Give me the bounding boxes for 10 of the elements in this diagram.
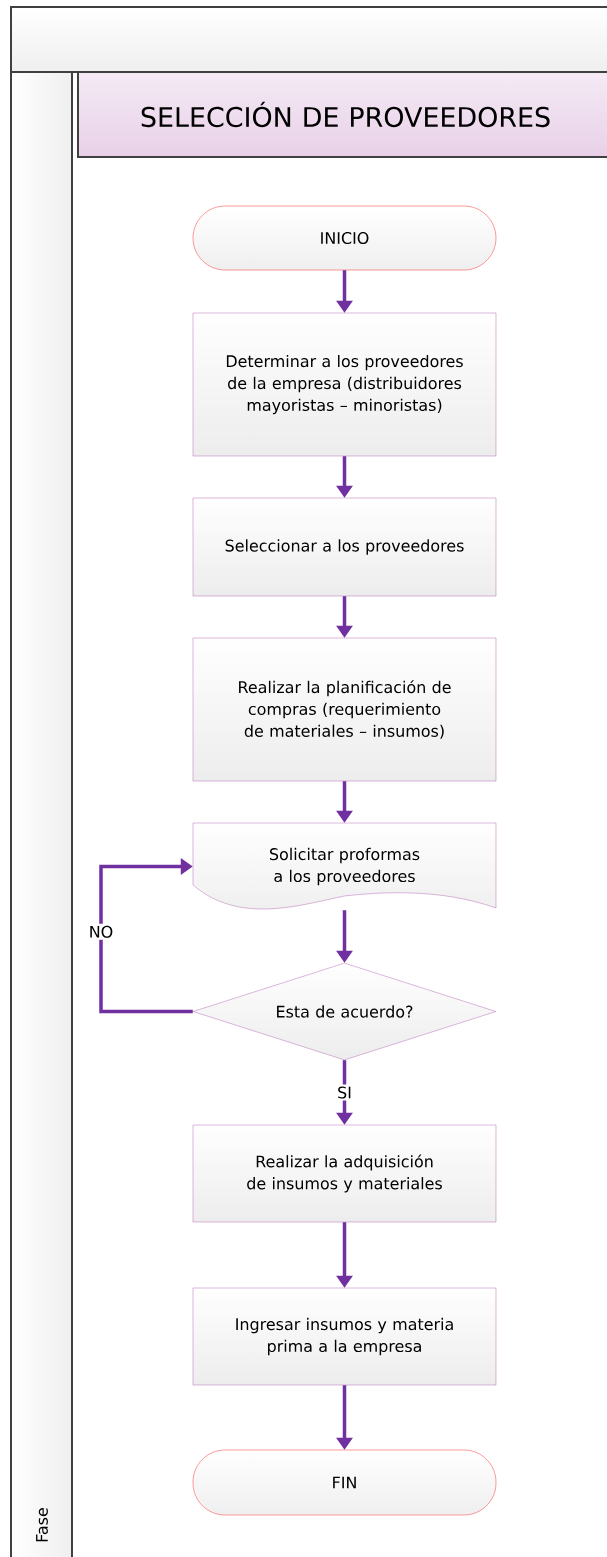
- arrow: [99, 858, 193, 1014]
- edge-label: NO: [86, 923, 116, 940]
- lane-label: Fase: [36, 1508, 48, 1542]
- process-box: Ingresar insumos y materia prima a la empresa: [192, 1287, 497, 1386]
- process-box: Determinar a los proveedores de la empresa (distribuidores mayoristas – minoristas): [192, 312, 497, 457]
- process-box: Realizar la planificación de compras (requerimiento de materiales – insumos): [192, 637, 497, 782]
- lane-header: SELECCIÓN DE PROVEEDORES: [77, 71, 607, 158]
- edge-label: SI: [335, 1084, 354, 1101]
- process-box: Seleccionar a los proveedores: [192, 497, 497, 597]
- process-box: Realizar la adquisición de insumos y materiales: [192, 1124, 497, 1223]
